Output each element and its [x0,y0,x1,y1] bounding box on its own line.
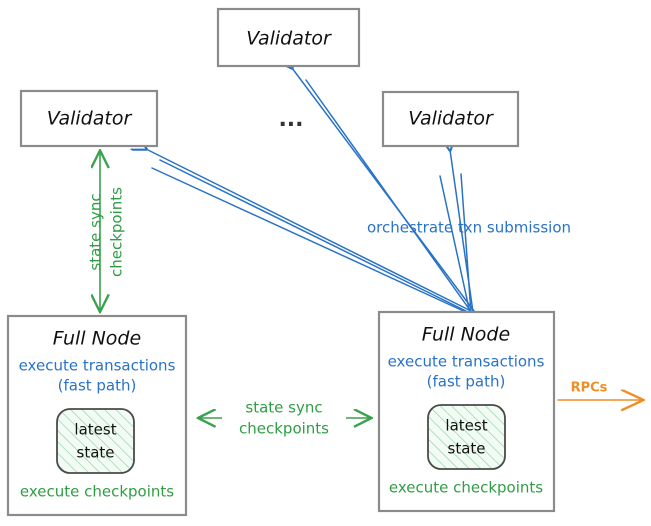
full-node-right-inner-line-2: state [448,440,486,458]
validator-left-label: Validator [47,108,133,130]
label-rpcs: RPCs [571,381,608,396]
validators-ellipsis: ... [278,107,303,132]
full-node-left-title: Full Node [53,328,141,350]
label-state-sync-horizontal-line-2: checkpoints [239,420,329,438]
full-node-right-green-line: execute checkpoints [389,479,543,497]
edge-fullnode-right-to-validator-top [292,68,475,314]
label-state-sync-horizontal-line-1: state sync [245,399,322,417]
validator-top-label: Validator [246,28,332,50]
full-node-left-blue-line-2: (fast path) [58,377,137,395]
label-state-sync-horizontal: state sync checkpoints [222,396,346,440]
full-node-left[interactable]: Full Node execute transactions (fast pat… [6,314,188,517]
full-node-right-inner-line-1: latest [445,417,487,435]
full-node-right-blue-line-2: (fast path) [427,373,506,391]
full-node-left-inner-line-1: latest [74,421,116,439]
validator-top[interactable]: Validator [216,7,361,68]
full-node-right-blue-line-1: execute transactions [388,353,545,371]
label-orchestrate-txn-submission: orchestrate txn submission [367,219,571,237]
full-node-left-blue-line-1: execute transactions [19,357,176,375]
full-node-right-latest-state: latest state [427,404,506,470]
label-state-sync-vertical-line-1: state sync [87,193,105,270]
full-node-right-title: Full Node [422,324,510,346]
validator-right-label: Validator [408,108,494,130]
validator-right[interactable]: Validator [381,90,520,148]
label-state-sync-vertical-line-2: checkpoints [108,187,126,277]
full-node-left-inner-line-2: state [77,444,115,462]
full-node-left-green-line: execute checkpoints [20,483,174,501]
validator-left[interactable]: Validator [19,89,159,148]
label-state-sync-vertical: state sync checkpoints [87,187,126,277]
edge-fullnode-right-to-validator-right [439,150,474,314]
edge-fullnode-right-to-validator-left [146,149,474,315]
full-node-left-latest-state: latest state [56,408,135,474]
full-node-right[interactable]: Full Node execute transactions (fast pat… [377,310,556,513]
